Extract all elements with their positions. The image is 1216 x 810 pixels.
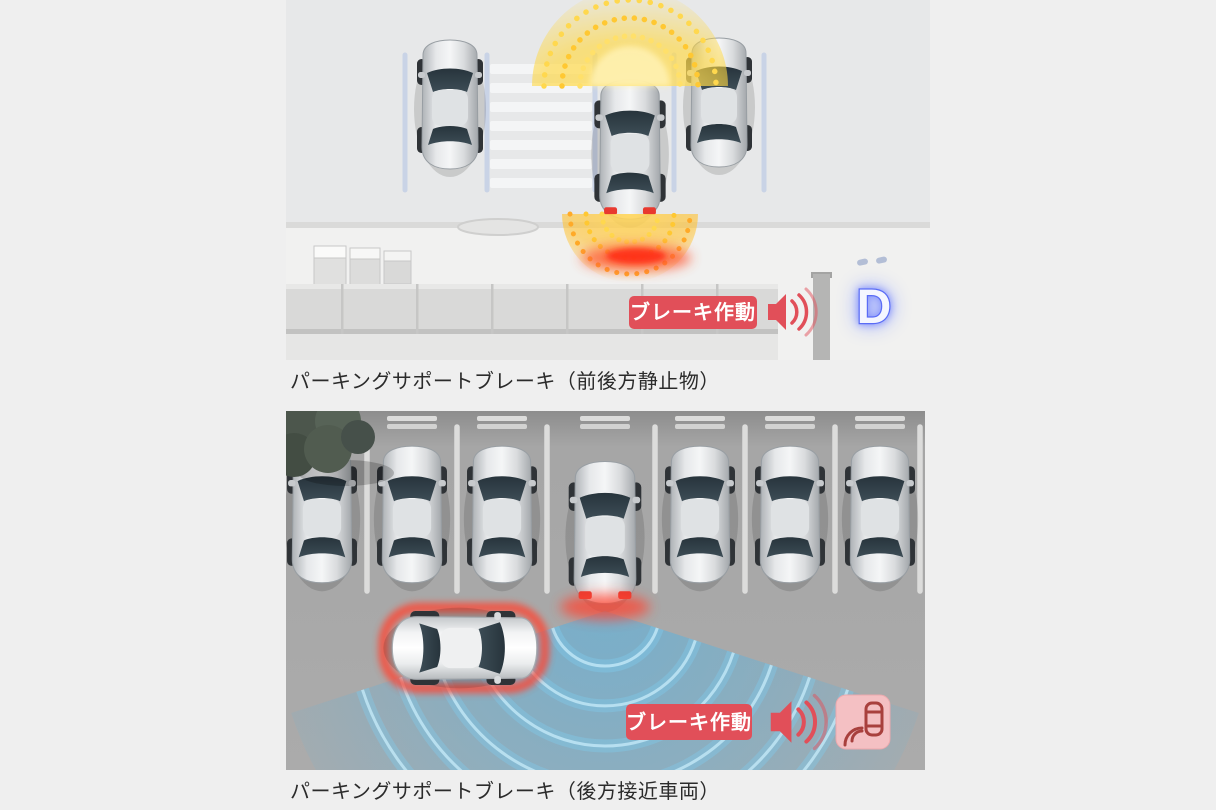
rear-cross-traffic-alert-icon [835, 694, 891, 750]
approaching-car [378, 602, 550, 694]
caption-rear-approaching: パーキングサポートブレーキ（後方接近車両） [290, 781, 720, 803]
brake-badge: ブレーキ作動 [629, 296, 757, 329]
subject-car [564, 460, 646, 613]
parking-lines [364, 424, 923, 594]
parked-car [751, 445, 829, 592]
illustration-front-rear-static: ブレーキ作動 D [286, 0, 930, 360]
sign-post [811, 272, 832, 360]
planters [313, 245, 412, 287]
crosswalk [490, 64, 592, 188]
parked-car [841, 445, 919, 592]
content-column: ブレーキ作動 D パーキングサポートブレーキ（前後方静止物） [286, 0, 930, 805]
shift-dashes [857, 256, 887, 266]
approaching-car-alert-outline [378, 602, 550, 694]
tree [286, 411, 394, 486]
caption-front-rear-static: パーキングサポートブレーキ（前後方静止物） [290, 371, 720, 393]
parked-car [463, 445, 541, 592]
subject-car [590, 79, 670, 229]
front-sensor-fan [532, 0, 728, 89]
shift-indicator-letter: D [857, 281, 892, 334]
collision-alert-glow [581, 245, 691, 271]
brake-badge: ブレーキ作動 [626, 704, 752, 740]
wall [286, 284, 778, 360]
parked-car [661, 445, 739, 592]
wheel-stops [297, 416, 905, 429]
bench-oval [457, 218, 539, 236]
brake-badge-label: ブレーキ作動 [626, 710, 752, 734]
illustration-rear-approaching: ブレーキ作動 [286, 411, 925, 770]
shift-position-indicator: D [855, 256, 893, 335]
brake-badge-label: ブレーキ作動 [630, 300, 756, 324]
parked-car [413, 39, 487, 178]
figure-rear-approaching: ブレーキ作動 パーキングサポートブレーキ（後方接近車両） [286, 411, 930, 805]
alert-glow [560, 594, 650, 620]
figure-front-rear-static: ブレーキ作動 D パーキングサポートブレーキ（前後方静止物） [286, 0, 930, 395]
